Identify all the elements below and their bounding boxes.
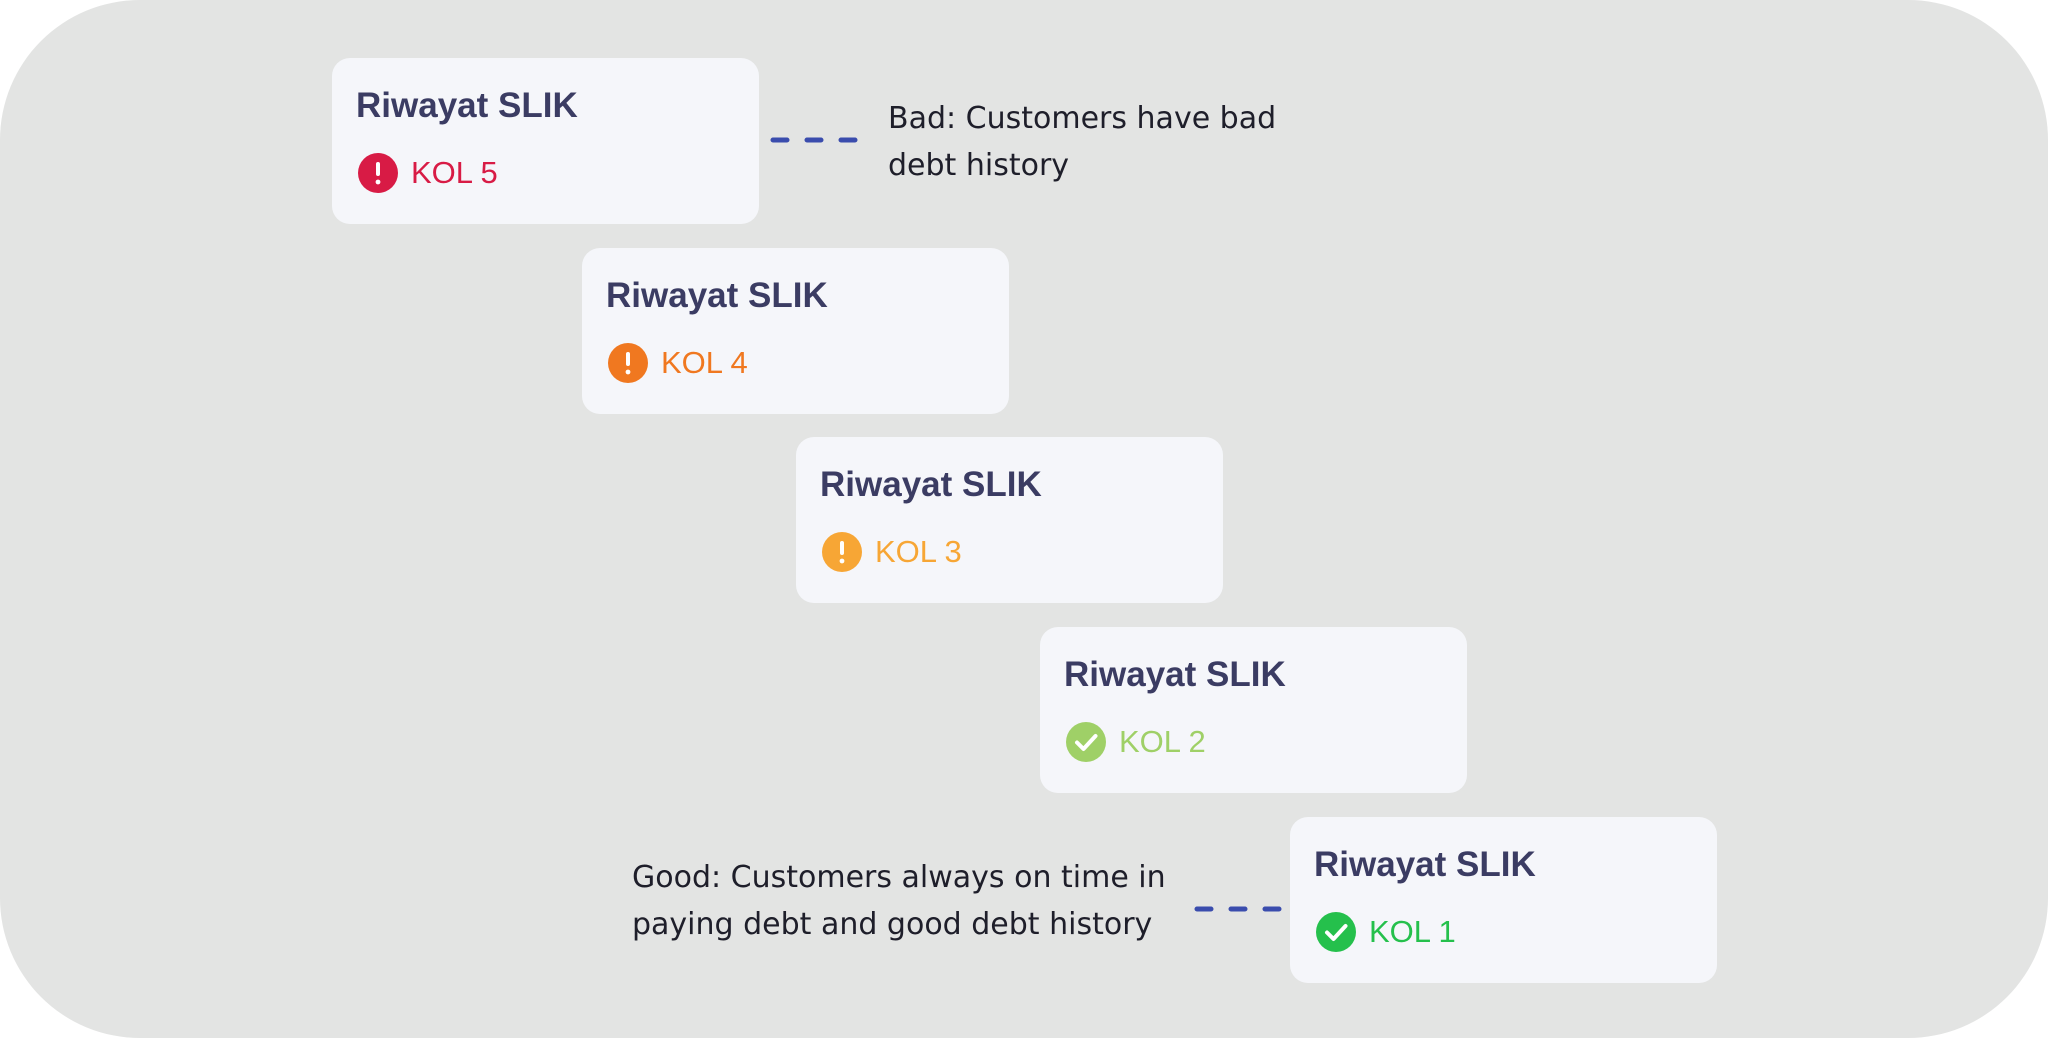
good-note-line-1: Good: Customers always on time in [632, 860, 1166, 895]
check-icon [1066, 722, 1106, 762]
status-row: KOL 1 [1316, 911, 1456, 953]
card-title: Riwayat SLIK [606, 276, 828, 315]
bad-note-line-1: Bad: Customers have bad [888, 101, 1277, 136]
card-title: Riwayat SLIK [820, 465, 1042, 504]
status-label: KOL 2 [1119, 724, 1206, 759]
good-note-line-2: paying debt and good debt history [632, 907, 1153, 942]
status-row: KOL 5 [358, 152, 498, 194]
bad-note: Bad: Customers have bad debt history [888, 95, 1276, 189]
status-label: KOL 5 [411, 155, 498, 190]
status-label: KOL 1 [1369, 914, 1456, 949]
slik-card-kol-2: Riwayat SLIK KOL 2 [1040, 627, 1467, 793]
alert-icon [822, 532, 862, 572]
alert-icon [608, 343, 648, 383]
status-row: KOL 3 [822, 531, 962, 573]
check-icon [1316, 912, 1356, 952]
good-connector-line [1194, 906, 1284, 912]
card-title: Riwayat SLIK [1064, 655, 1286, 694]
alert-icon [358, 153, 398, 193]
card-title: Riwayat SLIK [1314, 845, 1536, 884]
slik-card-kol-4: Riwayat SLIK KOL 4 [582, 248, 1009, 414]
status-label: KOL 4 [661, 345, 748, 380]
card-title: Riwayat SLIK [356, 86, 578, 125]
status-row: KOL 4 [608, 342, 748, 384]
good-note: Good: Customers always on time in paying… [632, 854, 1166, 948]
bad-note-line-2: debt history [888, 148, 1070, 183]
slik-card-kol-1: Riwayat SLIK KOL 1 [1290, 817, 1717, 983]
slik-card-kol-5: Riwayat SLIK KOL 5 [332, 58, 759, 224]
status-row: KOL 2 [1066, 721, 1206, 763]
status-label: KOL 3 [875, 534, 962, 569]
bad-connector-line [770, 137, 860, 143]
slik-card-kol-3: Riwayat SLIK KOL 3 [796, 437, 1223, 603]
